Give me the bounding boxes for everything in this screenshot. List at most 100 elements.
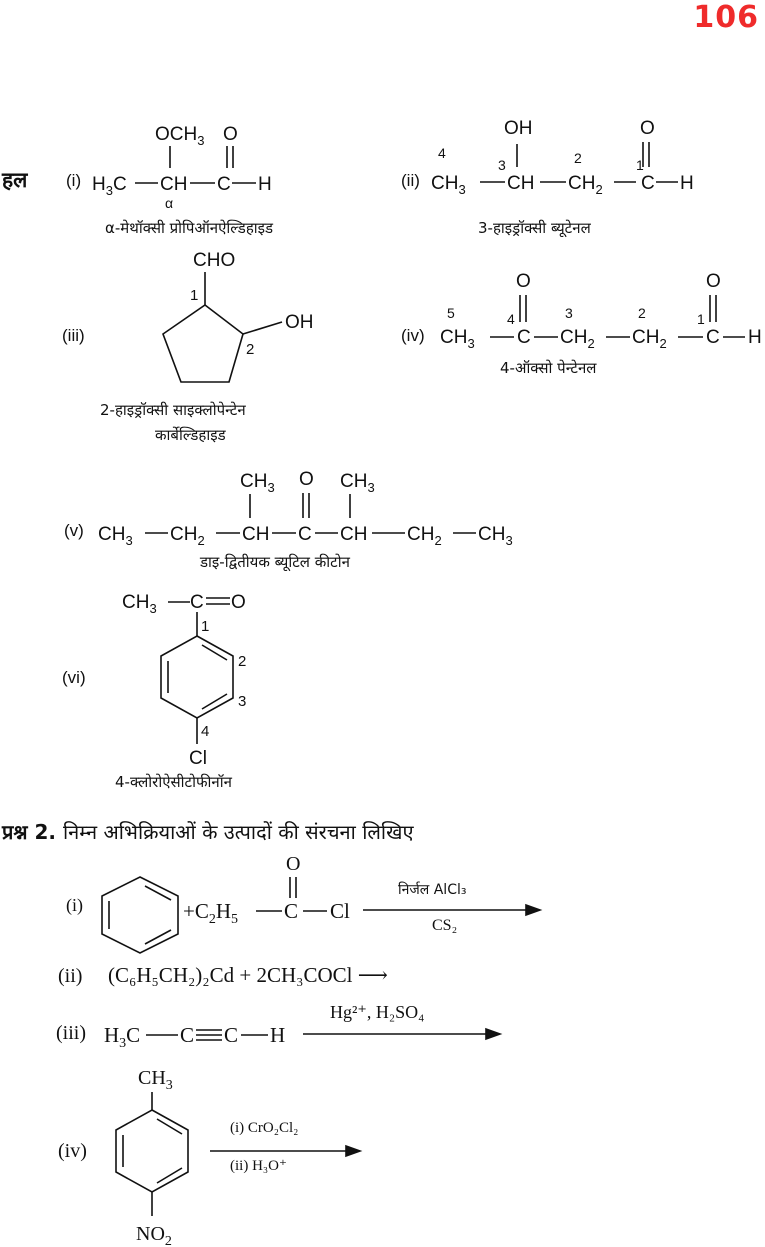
svg-text:3: 3 (565, 305, 573, 321)
svg-text:CH3: CH3 (431, 173, 466, 197)
svg-text:4: 4 (438, 145, 446, 161)
reaction-num-i: (i) (66, 895, 83, 915)
svg-text:O: O (516, 271, 531, 292)
reaction-num-ii: (ii) (58, 965, 83, 987)
answer-num-iv: (iv) (401, 326, 425, 345)
svg-text:O: O (231, 592, 246, 613)
answer-num-iii: (iii) (62, 326, 85, 345)
question-heading: प्रश्न 2. निम्न अभिक्रियाओं के उत्पादों … (2, 818, 414, 845)
reaction-equation-ii: (C₆H₅CH₂)₂Cd + 2CH₃COCl ⟶ (108, 963, 388, 987)
svg-text:H: H (680, 173, 694, 194)
svg-text:C: C (517, 327, 531, 348)
svg-text:CH2: CH2 (560, 327, 595, 351)
svg-text:+C2H5: +C2H5 (183, 899, 238, 927)
svg-text:CH3: CH3 (138, 1067, 173, 1093)
svg-text:CHO: CHO (193, 250, 235, 271)
svg-text:O: O (299, 469, 314, 490)
svg-text:CH3: CH3 (240, 471, 275, 495)
svg-text:4: 4 (201, 723, 209, 740)
answer-name-i: α-मेथॉक्सी प्रोपिऑनऐल्डिहाइड (105, 219, 274, 237)
svg-text:H: H (270, 1023, 285, 1047)
reaction-num-iv: (iv) (58, 1140, 87, 1162)
svg-text:CH2: CH2 (568, 173, 603, 197)
reaction-iv-structure: CH3 NO2 (115, 1067, 363, 1247)
svg-text:4: 4 (507, 311, 515, 327)
answer-name-iii-line2: कार्बेल्डिहाइड (155, 426, 226, 444)
reagent-iv-top: (i) CrO₂Cl₂ (230, 1120, 299, 1136)
answer-num-ii: (ii) (401, 171, 420, 190)
structure-ii: 4 CH3 3 CH OH 2 CH2 1 C O H (431, 118, 694, 197)
question-label: प्रश्न 2. (2, 820, 56, 844)
svg-text:Cl: Cl (189, 748, 207, 769)
svg-text:3: 3 (498, 157, 506, 173)
svg-text:H: H (258, 174, 272, 195)
answer-num-i: (i) (66, 171, 82, 190)
answer-name-ii: 3-हाइड्रॉक्सी ब्यूटेनल (478, 219, 591, 237)
answer-name-iv: 4-ऑक्सो पेन्टेनल (500, 359, 597, 377)
reagent-i-bottom: CS₂ (432, 917, 458, 934)
svg-text:O: O (640, 118, 655, 139)
svg-text:O: O (286, 853, 300, 875)
answer-name-vi: 4-क्लोरोऐसीटोफीनॉन (115, 773, 232, 791)
reagent-i-top: निर्जल AlCl₃ (398, 882, 467, 898)
svg-text:C: C (284, 899, 298, 923)
svg-text:C: C (706, 327, 720, 348)
svg-text:2: 2 (246, 341, 254, 358)
svg-text:CH: CH (507, 173, 534, 194)
svg-text:C: C (298, 524, 312, 545)
svg-text:CH3: CH3 (478, 524, 513, 548)
structure-iv: 5 CH3 4 C O 3 CH2 2 CH2 1 C O H (440, 271, 762, 351)
svg-text:3: 3 (238, 693, 246, 710)
svg-text:O: O (706, 271, 721, 292)
answer-num-v: (v) (64, 521, 84, 540)
svg-text:NO2: NO2 (136, 1223, 172, 1247)
answer-name-iii-line1: 2-हाइड्रॉक्सी साइक्लोपेन्टेन (100, 401, 246, 419)
reaction-i-structure: +C2H5 C O Cl (101, 853, 543, 954)
answer-name-v: डाइ-द्वितीयक ब्यूटिल कीटोन (200, 553, 350, 571)
svg-text:1: 1 (697, 311, 705, 327)
svg-text:CH2: CH2 (170, 524, 205, 548)
structure-i: H3C CH C H OCH3 O α (92, 124, 272, 211)
svg-text:Cl: Cl (330, 899, 350, 923)
svg-text:1: 1 (190, 287, 198, 304)
svg-text:C: C (217, 174, 231, 195)
reagent-iv-bottom: (ii) H₃O⁺ (230, 1158, 287, 1174)
svg-text:1: 1 (201, 618, 209, 635)
svg-text:C: C (224, 1023, 238, 1047)
structure-vi: CH3 C O Cl 1 2 3 4 (122, 592, 246, 769)
svg-text:OH: OH (285, 312, 314, 333)
svg-text:O: O (223, 124, 238, 145)
svg-text:C: C (180, 1023, 194, 1047)
page-number: 106 (693, 0, 759, 35)
svg-text:OCH3: OCH3 (155, 124, 204, 148)
svg-text:CH3: CH3 (440, 327, 475, 351)
solution-label: हल (2, 168, 28, 192)
svg-text:CH3: CH3 (98, 524, 133, 548)
svg-text:CH2: CH2 (407, 524, 442, 548)
svg-text:H3C: H3C (92, 174, 127, 198)
structure-v: CH3 CH2 CH CH3 C O CH CH3 CH2 CH3 (98, 469, 513, 548)
svg-text:2: 2 (238, 653, 246, 670)
svg-text:H: H (748, 327, 762, 348)
reagent-iii-top: Hg²⁺, H₂SO₄ (330, 1002, 425, 1022)
structure-iii: CHO OH 1 2 (162, 250, 314, 383)
svg-text:α: α (165, 195, 173, 211)
svg-text:C: C (641, 173, 655, 194)
svg-text:CH: CH (340, 524, 367, 545)
svg-text:5: 5 (447, 305, 455, 321)
svg-text:2: 2 (638, 305, 646, 321)
svg-text:OH: OH (504, 118, 533, 139)
svg-text:CH2: CH2 (632, 327, 667, 351)
answer-num-vi: (vi) (62, 668, 86, 687)
svg-text:2: 2 (574, 150, 582, 166)
question-text: निम्न अभिक्रियाओं के उत्पादों की संरचना … (62, 820, 414, 844)
reaction-num-iii: (iii) (56, 1022, 86, 1044)
reaction-iii-structure: H3C C C H (104, 1023, 503, 1051)
svg-text:C: C (190, 592, 204, 613)
svg-text:CH3: CH3 (122, 592, 157, 616)
svg-text:H3C: H3C (104, 1023, 140, 1051)
svg-text:1: 1 (636, 157, 644, 173)
svg-text:CH: CH (160, 174, 187, 195)
svg-text:CH3: CH3 (340, 471, 375, 495)
